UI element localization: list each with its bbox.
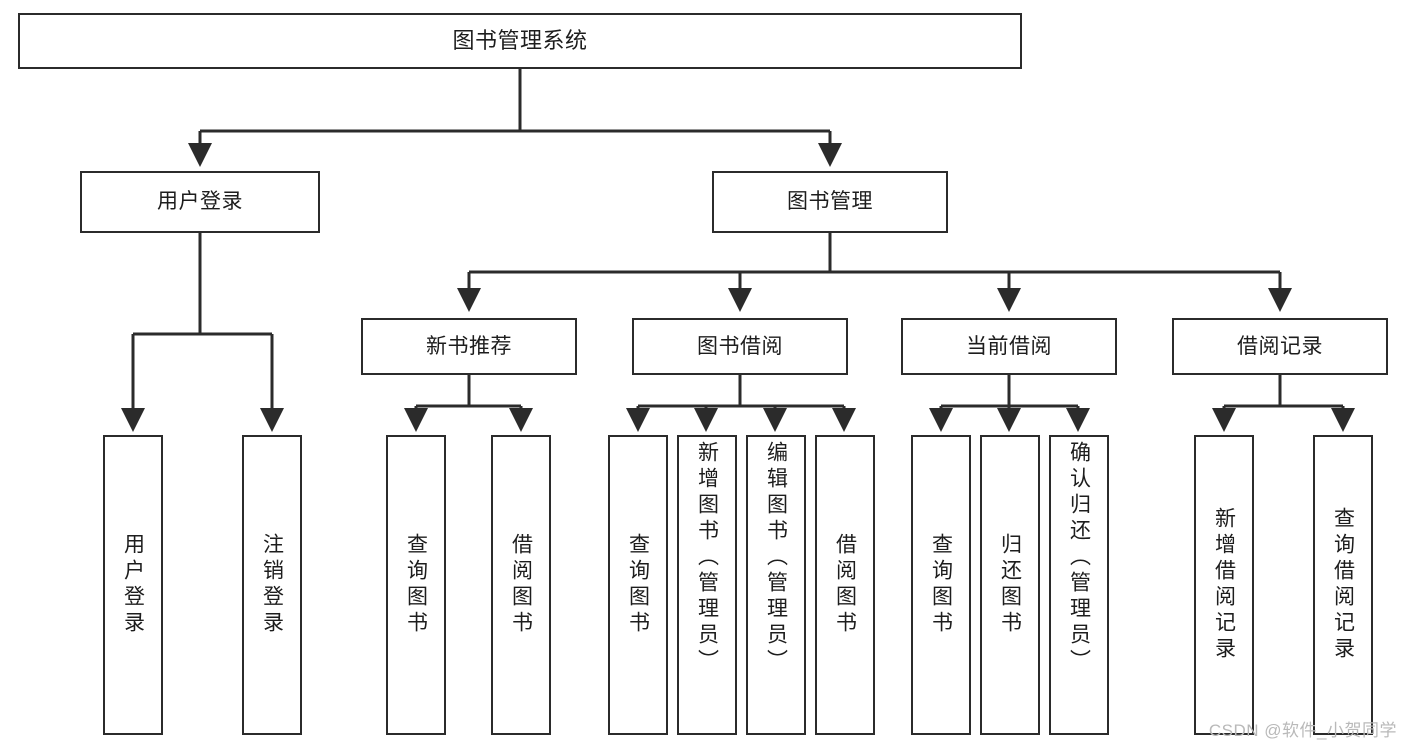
node-label: 借阅记录	[1237, 334, 1323, 358]
node-label: 查询借阅记录	[1331, 507, 1355, 663]
node-book-management[interactable]: 图书管理	[712, 171, 948, 233]
node-leaf-query-book-2[interactable]: 查询图书	[608, 435, 668, 735]
node-label: 查询图书	[626, 533, 650, 637]
node-leaf-query-book-1[interactable]: 查询图书	[386, 435, 446, 735]
node-leaf-logout-login[interactable]: 注销登录	[242, 435, 302, 735]
node-label: 图书借阅	[697, 334, 783, 358]
node-label: 借阅图书	[509, 533, 533, 637]
node-leaf-return-book[interactable]: 归还图书	[980, 435, 1040, 735]
node-current-borrow[interactable]: 当前借阅	[901, 318, 1117, 375]
node-label: 新增图书（管理员）	[695, 441, 719, 675]
node-leaf-borrow-book-2[interactable]: 借阅图书	[815, 435, 875, 735]
node-book-management-system[interactable]: 图书管理系统	[18, 13, 1022, 69]
watermark: CSDN @软件_小贺同学	[1208, 721, 1397, 740]
node-label: 当前借阅	[966, 334, 1052, 358]
node-book-borrow[interactable]: 图书借阅	[632, 318, 848, 375]
node-leaf-add-book[interactable]: 新增图书（管理员）	[677, 435, 737, 735]
node-user-login[interactable]: 用户登录	[80, 171, 320, 233]
node-label: 编辑图书（管理员）	[764, 441, 788, 675]
node-label: 图书管理系统	[452, 27, 588, 53]
node-new-book-recommend[interactable]: 新书推荐	[361, 318, 577, 375]
node-label: 确认归还（管理员）	[1067, 441, 1091, 675]
node-leaf-query-book-3[interactable]: 查询图书	[911, 435, 971, 735]
node-label: 借阅图书	[833, 533, 857, 637]
node-label: 用户登录	[121, 533, 145, 637]
node-label: 用户登录	[157, 190, 243, 214]
node-leaf-add-record[interactable]: 新增借阅记录	[1194, 435, 1254, 735]
node-label: 新增借阅记录	[1212, 507, 1236, 663]
node-label: 新书推荐	[426, 334, 512, 358]
node-label: 查询图书	[929, 533, 953, 637]
node-borrow-record[interactable]: 借阅记录	[1172, 318, 1388, 375]
node-leaf-user-login[interactable]: 用户登录	[103, 435, 163, 735]
node-label: 注销登录	[260, 533, 284, 637]
node-leaf-edit-book[interactable]: 编辑图书（管理员）	[746, 435, 806, 735]
node-label: 查询图书	[404, 533, 428, 637]
node-label: 归还图书	[998, 533, 1022, 637]
node-leaf-query-record[interactable]: 查询借阅记录	[1313, 435, 1373, 735]
node-leaf-borrow-book-1[interactable]: 借阅图书	[491, 435, 551, 735]
node-leaf-confirm-return[interactable]: 确认归还（管理员）	[1049, 435, 1109, 735]
node-label: 图书管理	[787, 190, 873, 214]
